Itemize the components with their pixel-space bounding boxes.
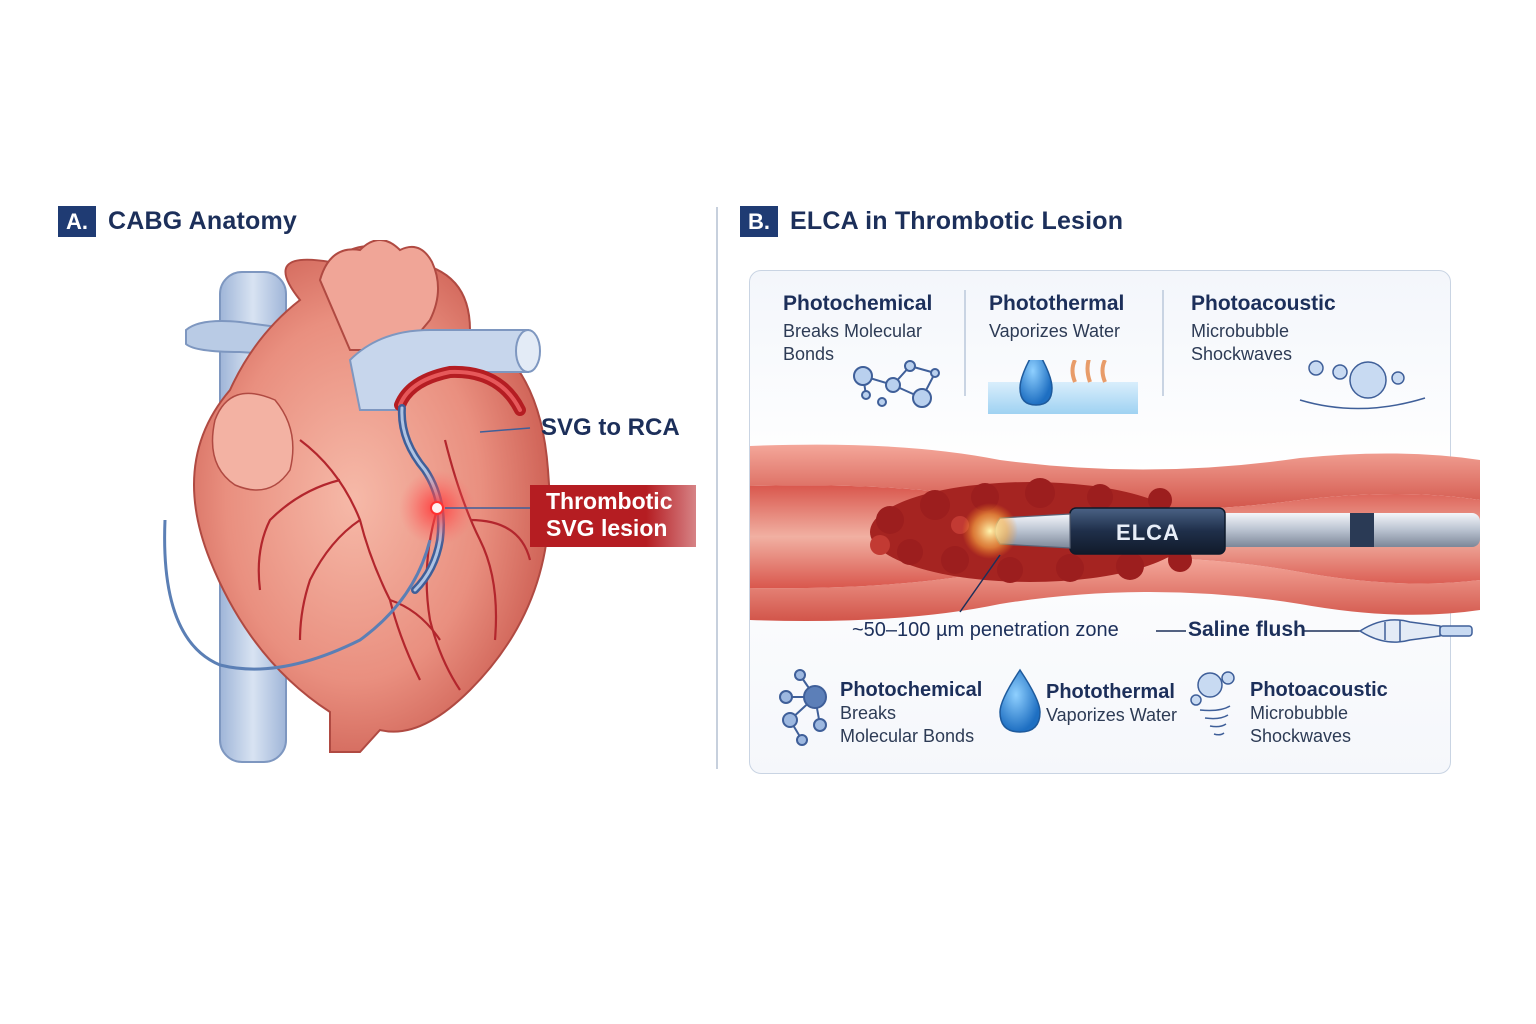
top-mechanism-title: Photothermal [989,292,1125,315]
mechanism-separator [1162,290,1164,396]
lesion-label-line1: Thrombotic [546,488,673,514]
top-mechanism-title: Photochemical [783,292,933,315]
top-mechanism-desc-line2: Shockwaves [1191,344,1293,364]
top-mechanism-photothermal: Photothermal Vaporizes Water [989,292,1159,343]
graft-leader-line [479,427,531,433]
bottom-mechanism-title: Photochemical [840,679,983,701]
vessel-wall-bottom [750,557,1480,621]
top-mechanism-title: Photoacoustic [1191,292,1336,315]
bottom-mechanism-photothermal: Photothermal Vaporizes Water [1046,681,1196,727]
shockwave-icon [1190,671,1235,736]
bottom-mechanism-desc-line2: Shockwaves [1250,726,1352,746]
bottom-mechanism-desc-line2: Molecular Bonds [840,726,975,746]
laser-glow [962,503,1018,559]
panel-a-heading: CABG Anatomy [108,207,297,235]
catheter-shaft [1215,513,1480,547]
catheter-label: ELCA [1116,520,1180,545]
panel-a-tag: A. [58,206,96,237]
panel-a-title: A. CABG Anatomy [58,206,297,237]
right-atrium [211,392,294,491]
elca-vessel-illustration: ELCA [750,360,1480,643]
lesion-spot [430,501,444,515]
panel-divider [716,207,718,769]
bottom-mechanism-desc-line1: Breaks [840,703,897,723]
aorta [318,240,439,351]
bottom-mechanism-desc-line1: Vaporizes Water [1046,705,1178,725]
bubbles-icon [1299,360,1426,410]
bottom-mechanism-title: Photothermal [1046,681,1175,703]
bottom-mechanism-photoacoustic: Photoacoustic Microbubble Shockwaves [1250,679,1410,748]
bottom-mechanism-photochemical: Photochemical Breaks Molecular Bonds [840,679,1000,748]
top-mechanism-desc-line1: Vaporizes Water [989,321,1121,341]
top-mechanism-photoacoustic: Photoacoustic Microbubble Shockwaves [1191,292,1361,366]
zone-leader-line [959,554,1001,613]
mechanism-separator [964,290,966,396]
top-mechanism-desc-line2: Bonds [783,344,835,364]
panel-b-title: B. ELCA in Thrombotic Lesion [740,206,1123,237]
molecule-icon [779,669,827,746]
penetration-zone-label: ~50–100 µm penetration zone [852,619,1119,641]
bottom-mechanism-icons [779,668,1235,746]
molecule-icon [853,360,940,408]
bottom-mechanism-desc-line1: Microbubble [1250,703,1349,723]
top-mechanism-desc-line1: Breaks Molecular [783,321,923,341]
bottom-mechanism-title: Photoacoustic [1250,679,1388,701]
top-mechanism-photochemical: Photochemical Breaks Molecular Bonds [783,292,953,366]
vessel-wall-top [750,444,1480,510]
guide-wire [163,519,432,671]
panel-b-heading: ELCA in Thrombotic Lesion [790,207,1124,235]
water-drop-icon [988,360,1138,414]
saline-flush-label: Saline flush [1188,618,1306,641]
graft-label: SVG to RCA [541,414,680,441]
flush-device-icon [1358,619,1473,643]
water-drop-icon [999,668,1041,733]
lesion-label-line2: SVG lesion [546,515,668,541]
top-mechanism-desc-line1: Microbubble [1191,321,1290,341]
heart-illustration [163,240,551,763]
lesion-label: Thrombotic SVG lesion [530,485,696,547]
panel-b-tag: B. [740,206,778,237]
